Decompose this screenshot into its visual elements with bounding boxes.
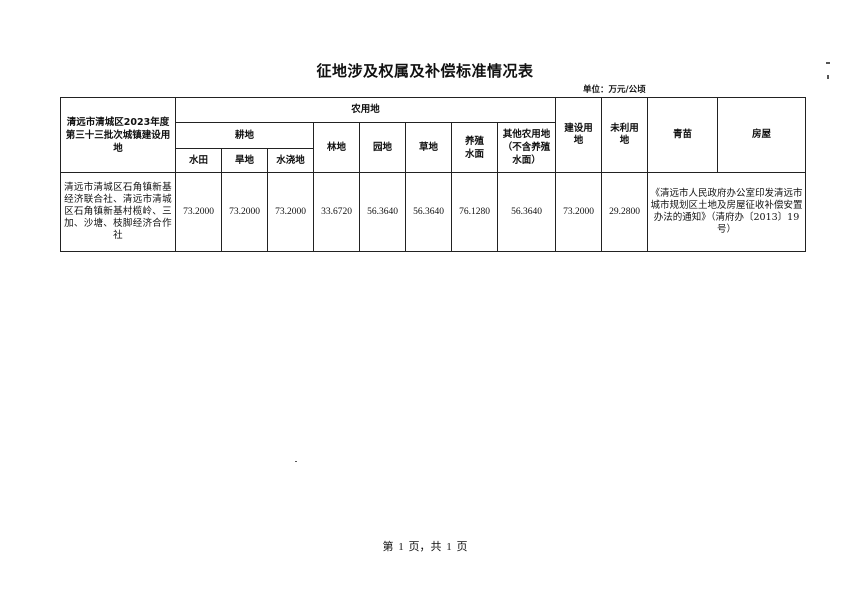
cell-garden: 56.3640 [359,172,406,252]
document-title: 征地涉及权属及补偿标准情况表 [316,62,534,80]
header-construction: 建设用地 [555,97,602,173]
cell-crops-housing-basis: 《清远市人民政府办公室印发清远市城市规划区土地及房屋征收补偿安置办法的通知》（清… [647,172,806,252]
table-row: 清远市清城区石角镇新基经济联合社、清远市清城区石角镇新基村榄岭、三加、沙塘、枝脚… [60,172,806,252]
cell-paddy: 73.2000 [175,172,222,252]
header-crops: 青苗 [647,97,718,173]
header-other-agri: 其他农用地（不含养殖水面） [497,122,556,173]
header-forest: 林地 [313,122,360,173]
compensation-table: 清远市清城区2023年度第三十三批次城镇建设用地 农用地 建设用地 未利用地 青… [60,97,806,252]
header-irrigated: 水浇地 [267,148,314,173]
header-paddy: 水田 [175,148,222,173]
cell-grass: 56.3640 [405,172,452,252]
cell-forest: 33.6720 [313,172,360,252]
header-garden: 园地 [359,122,406,173]
scan-speck [827,75,829,79]
cell-other-agri: 56.3640 [497,172,556,252]
header-row-1: 清远市清城区2023年度第三十三批次城镇建设用地 农用地 建设用地 未利用地 青… [60,97,806,173]
header-cultivated: 耕地 [175,122,314,149]
header-agricultural: 农用地 [175,97,556,123]
cell-unused: 29.2800 [601,172,648,252]
cell-dry: 73.2000 [221,172,268,252]
scan-speck [826,62,830,64]
header-grass: 草地 [405,122,452,173]
header-aquaculture: 养殖水面 [451,122,498,173]
cell-construction: 73.2000 [555,172,602,252]
header-housing: 房屋 [717,97,806,173]
header-land-name: 清远市清城区2023年度第三十三批次城镇建设用地 [60,97,176,173]
unit-label: 单位：万元/公顷 [583,85,646,95]
header-dry: 旱地 [221,148,268,173]
header-row-2: 耕地 林地 园地 草地 养殖水面 其他农用地（不含养殖水面） [61,122,806,173]
header-row-3: 水田 旱地 水浇地 [61,148,806,173]
cell-aquaculture: 76.1280 [451,172,498,252]
cell-owner: 清远市清城区石角镇新基经济联合社、清远市清城区石角镇新基村榄岭、三加、沙塘、枝脚… [60,172,176,252]
header-unused: 未利用地 [601,97,648,173]
cell-irrigated: 73.2000 [267,172,314,252]
page-footer: 第 1 页，共 1 页 [382,541,468,553]
scan-speck [295,461,297,462]
